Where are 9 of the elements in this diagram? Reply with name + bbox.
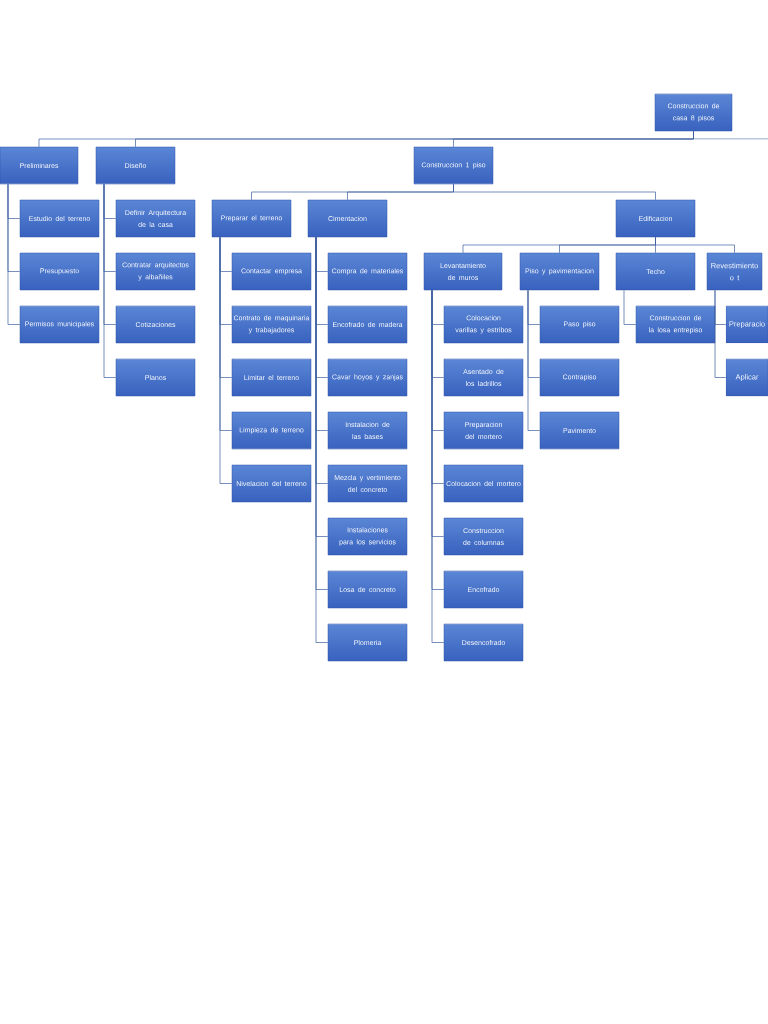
connector-line <box>693 130 768 140</box>
connector-line <box>7 183 21 325</box>
connector-line <box>623 289 637 325</box>
connector-line <box>527 289 541 431</box>
connector-line <box>655 236 735 254</box>
connector-line <box>219 236 233 484</box>
connector-line <box>714 289 727 378</box>
connector-line <box>453 183 656 201</box>
connector-line <box>103 183 117 378</box>
